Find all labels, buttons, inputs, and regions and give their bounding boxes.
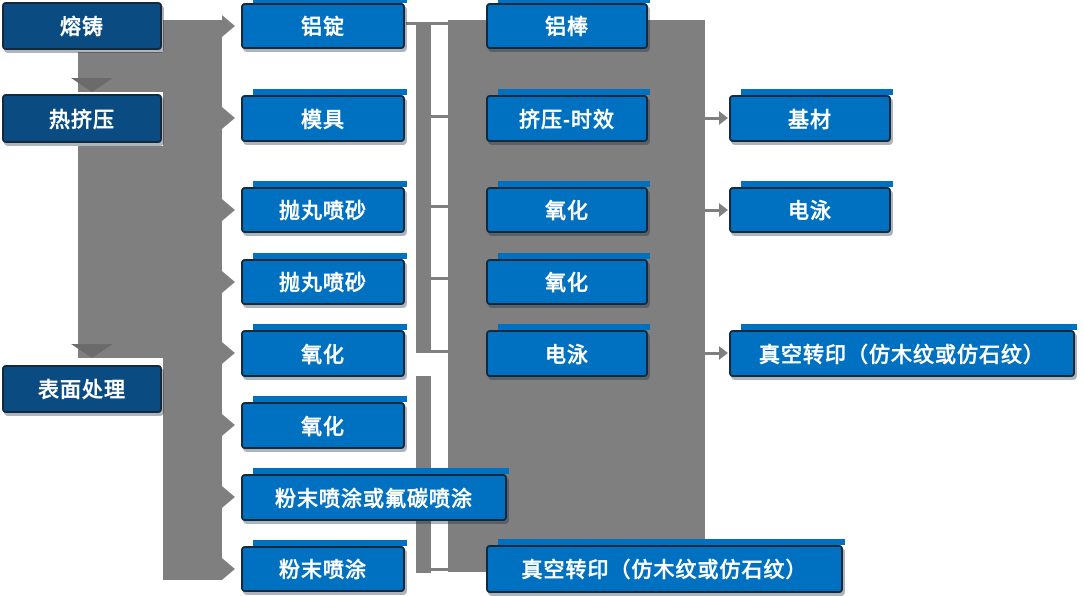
arrow-right-icon	[222, 271, 235, 293]
node-substrate: 基材	[729, 89, 893, 142]
node-surface-treatment: 表面处理	[2, 365, 162, 413]
line-ingot-to-bar	[406, 22, 416, 25]
arrow-down-icon	[71, 78, 113, 92]
node-label: 氧化	[545, 200, 589, 223]
distribution-slab	[163, 20, 222, 580]
node-label: 抛丸喷砂	[279, 272, 367, 295]
node-label: 模具	[301, 108, 345, 132]
node-extrusion-aging: 挤压-时效	[486, 89, 650, 142]
node-label: 真空转印（仿木纹或仿石纹）	[521, 559, 808, 582]
node-label: 氧化	[545, 272, 589, 295]
node-powder-coating: 粉末喷涂	[241, 540, 407, 592]
node-shot-blasting-1: 抛丸喷砂	[241, 181, 407, 233]
line-to-substrate	[705, 117, 720, 120]
node-shot-blasting-2: 抛丸喷砂	[241, 253, 407, 305]
node-hot-extrusion: 热挤压	[2, 94, 162, 143]
arrow-down-icon	[71, 344, 113, 358]
node-label: 铝锭	[301, 16, 345, 39]
line-to-vacuum-transfer	[705, 352, 720, 355]
node-label: 粉末喷涂或氟碳喷涂	[275, 487, 473, 511]
line-bar-to-block	[431, 277, 448, 280]
arrow-right-icon	[719, 203, 728, 217]
node-label: 氧化	[301, 415, 345, 439]
node-label: 粉末喷涂	[279, 559, 367, 582]
line-bar-to-block	[431, 568, 448, 571]
node-label: 电泳	[788, 200, 832, 223]
line-to-electrophoresis	[705, 209, 720, 212]
arrow-right-icon	[222, 414, 235, 436]
node-label: 氧化	[301, 343, 345, 367]
node-oxidation-1: 氧化	[241, 324, 407, 377]
node-oxidation-4: 氧化	[486, 253, 650, 305]
arrow-right-icon	[222, 199, 235, 221]
node-electrophoresis-2: 电泳	[729, 181, 893, 233]
node-aluminum-rod: 铝棒	[486, 0, 650, 49]
node-oxidation-2: 氧化	[241, 396, 407, 449]
node-label: 表面处理	[38, 379, 126, 402]
node-powder-or-fluorocarbon-coating: 粉末喷涂或氟碳喷涂	[241, 468, 509, 521]
line-bar-to-block	[431, 115, 448, 118]
arrow-right-icon	[222, 15, 235, 37]
node-melting-casting: 熔铸	[2, 2, 162, 50]
node-label: 热挤压	[49, 108, 115, 132]
node-vacuum-transfer-right: 真空转印（仿木纹或仿石纹）	[729, 324, 1077, 377]
node-label: 挤压-时效	[519, 108, 615, 132]
node-aluminum-ingot: 铝锭	[241, 0, 407, 49]
line-bar-to-block	[431, 205, 448, 208]
node-label: 抛丸喷砂	[279, 200, 367, 223]
node-label: 铝棒	[545, 16, 589, 39]
connector-extrusion-to-surface	[78, 146, 164, 358]
line-bar-to-block	[431, 22, 448, 25]
node-label: 电泳	[545, 343, 589, 367]
node-electrophoresis-1: 电泳	[486, 324, 650, 377]
arrow-right-icon	[222, 486, 235, 508]
arrow-right-icon	[719, 111, 728, 125]
node-vacuum-transfer-bottom: 真空转印（仿木纹或仿石纹）	[486, 539, 845, 593]
node-mold: 模具	[241, 89, 407, 142]
node-label: 熔铸	[60, 16, 104, 39]
arrow-right-icon	[222, 107, 235, 129]
arrow-right-icon	[222, 342, 235, 364]
arrow-right-icon	[719, 346, 728, 360]
node-label: 真空转印（仿木纹或仿石纹）	[759, 343, 1045, 367]
node-label: 基材	[788, 108, 832, 132]
node-oxidation-3: 氧化	[486, 181, 650, 233]
arrow-right-icon	[222, 558, 235, 580]
line-bar-to-block	[431, 350, 448, 353]
collector-bar-upper	[416, 22, 431, 353]
